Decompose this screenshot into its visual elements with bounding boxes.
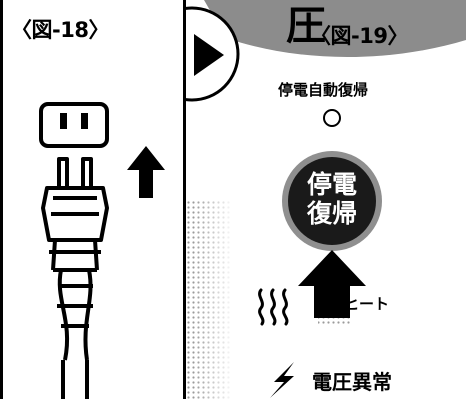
- panel-heading-char: 圧: [286, 3, 326, 49]
- restore-button-line1: 停電: [306, 170, 357, 199]
- heat-waves-icon: [258, 288, 289, 326]
- up-arrow-icon: [127, 146, 165, 198]
- figure-18-panel: 〈図-18〉: [0, 0, 186, 399]
- restore-button-label: 停電 復帰: [286, 170, 378, 228]
- up-arrow-icon: [298, 250, 366, 318]
- figure-19-panel: 圧 〈図-19〉 停電自動復帰 停電 復帰 バーヒート 電圧異常: [186, 0, 466, 399]
- auto-restore-label: 停電自動復帰: [278, 81, 369, 99]
- lightning-icon: [270, 362, 294, 398]
- play-button[interactable]: [186, 6, 240, 102]
- power-restore-button[interactable]: [282, 151, 382, 251]
- plug-illustration: [39, 102, 165, 399]
- figure-18-label: 〈図-18〉: [11, 18, 109, 42]
- plug-icon: [41, 157, 109, 399]
- play-triangle-icon: [194, 34, 224, 76]
- restore-button-line2: 復帰: [306, 199, 357, 228]
- voltage-error-label: 電圧異常: [312, 370, 392, 394]
- indicator-circle-icon: [323, 109, 341, 127]
- control-panel-graphic: [186, 0, 466, 399]
- panel-top-band: [204, 0, 466, 58]
- figure-19-label: 〈図-19〉: [310, 24, 408, 48]
- outlet-icon: [39, 102, 109, 148]
- overheat-label: バーヒート: [314, 295, 390, 313]
